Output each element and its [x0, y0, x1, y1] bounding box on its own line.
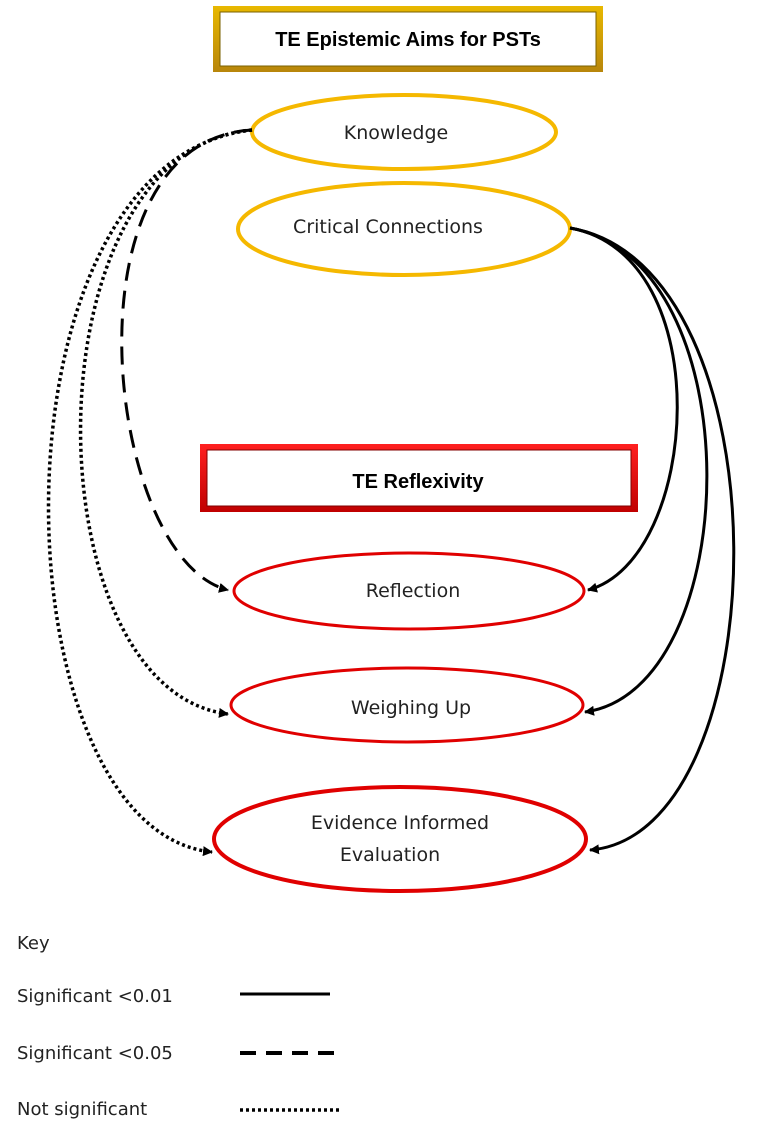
reflection-node: Reflection — [232, 551, 586, 631]
path-critical-connections-weighing-up — [569, 226, 709, 716]
aims-header-title: TE Epistemic Aims for PSTs — [275, 29, 541, 51]
path-knowledge-evidence — [46, 128, 253, 857]
critical-connections-node: Critical Connections — [236, 181, 572, 277]
critical-connections-label: Critical Connections — [293, 216, 483, 238]
knowledge-node: Knowledge — [250, 93, 558, 171]
knowledge-label: Knowledge — [344, 122, 448, 144]
reflexivity-header-title: TE Reflexivity — [352, 471, 484, 493]
key-dotted-label: Not significant — [17, 1099, 147, 1120]
key-dashed-label: Significant <0.05 — [17, 1043, 173, 1064]
evidence-label-line2: Evaluation — [340, 844, 440, 866]
evidence-label-line1: Evidence Informed — [311, 812, 489, 834]
evidence-informed-evaluation-node: Evidence Informed Evaluation — [212, 785, 588, 893]
path-critical-connections-reflection — [569, 226, 679, 593]
key-legend: Key Significant <0.01 Significant <0.05 … — [17, 933, 340, 1120]
path-knowledge-weighing-up — [78, 128, 253, 718]
key-solid-label: Significant <0.01 — [17, 986, 173, 1007]
aims-header-box: TE Epistemic Aims for PSTs — [213, 6, 603, 72]
reflection-label: Reflection — [366, 580, 461, 602]
weighing-up-label: Weighing Up — [351, 697, 471, 719]
path-knowledge-reflection — [120, 128, 253, 593]
key-title: Key — [17, 933, 50, 954]
path-critical-connections-evidence — [569, 226, 736, 855]
reflexivity-header-box: TE Reflexivity — [200, 444, 638, 512]
weighing-up-node: Weighing Up — [229, 666, 585, 744]
